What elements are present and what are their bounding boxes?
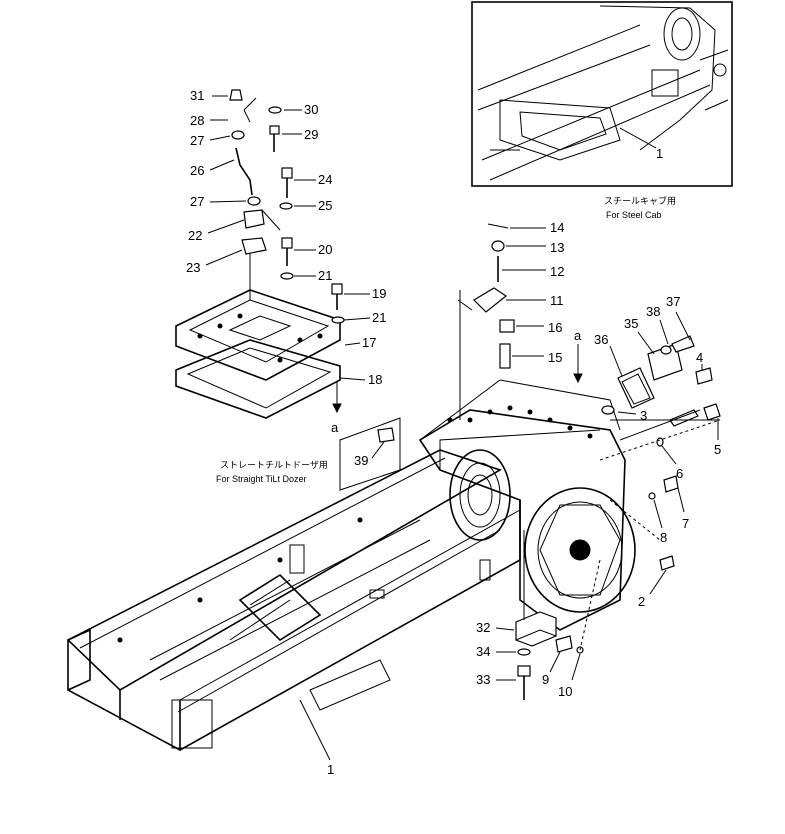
callout-6: 6 bbox=[676, 466, 683, 481]
callout-18: 18 bbox=[368, 372, 382, 387]
callout-27a: 27 bbox=[190, 133, 204, 148]
callout-22: 22 bbox=[188, 228, 202, 243]
callout-21a: 21 bbox=[318, 268, 332, 283]
callout-26: 26 bbox=[190, 163, 204, 178]
pipe-fittings bbox=[229, 89, 281, 300]
callout-3: 3 bbox=[640, 408, 647, 423]
tilt-dozer-caption-en: For Straight TiLt Dozer bbox=[216, 474, 307, 484]
callout-13: 13 bbox=[550, 240, 564, 255]
center-stack bbox=[457, 223, 515, 420]
callout-33: 33 bbox=[476, 672, 490, 687]
callout-24: 24 bbox=[318, 172, 332, 187]
callout-9: 9 bbox=[542, 672, 549, 687]
callout-29: 29 bbox=[304, 127, 318, 142]
callout-31: 31 bbox=[190, 88, 204, 103]
bolts-column bbox=[268, 106, 345, 324]
callout-4: 4 bbox=[696, 350, 703, 365]
callout-34: 34 bbox=[476, 644, 490, 659]
callout-7: 7 bbox=[682, 516, 689, 531]
callout-36: 36 bbox=[594, 332, 608, 347]
steel-cab-inset: 1 bbox=[471, 1, 733, 187]
callout-35: 35 bbox=[624, 316, 638, 331]
callout-2: 2 bbox=[638, 594, 645, 609]
callout-19: 19 bbox=[372, 286, 386, 301]
tilt-dozer-caption-jp: ストレートチルトドーザ用 bbox=[220, 460, 328, 470]
callout-1-inset: 1 bbox=[656, 146, 663, 161]
ref-a-top: a bbox=[574, 328, 582, 343]
bottom-bracket bbox=[515, 530, 557, 700]
callout-15: 15 bbox=[548, 350, 562, 365]
right-parts bbox=[555, 335, 721, 654]
callout-21b: 21 bbox=[372, 310, 386, 325]
callout-16: 16 bbox=[548, 320, 562, 335]
callout-8: 8 bbox=[660, 530, 667, 545]
callout-32: 32 bbox=[476, 620, 490, 635]
callout-10: 10 bbox=[558, 684, 572, 699]
callout-39: 39 bbox=[354, 453, 368, 468]
callout-20: 20 bbox=[318, 242, 332, 257]
callout-27b: 27 bbox=[190, 194, 204, 209]
steel-cab-caption-jp: スチールキャブ用 bbox=[604, 195, 676, 206]
ref-a-left: a bbox=[331, 420, 339, 435]
callout-17: 17 bbox=[362, 335, 376, 350]
callout-25: 25 bbox=[318, 198, 332, 213]
floor-plate-group bbox=[175, 289, 341, 419]
callout-28: 28 bbox=[190, 113, 204, 128]
callout-38: 38 bbox=[646, 304, 660, 319]
callout-5: 5 bbox=[714, 442, 721, 457]
steel-cab-caption-en: For Steel Cab bbox=[606, 210, 662, 220]
callout-37: 37 bbox=[666, 294, 680, 309]
main-frame bbox=[66, 379, 636, 752]
callout-23: 23 bbox=[186, 260, 200, 275]
callout-14: 14 bbox=[550, 220, 564, 235]
callout-12: 12 bbox=[550, 264, 564, 279]
callout-11: 11 bbox=[550, 293, 564, 308]
callout-1: 1 bbox=[327, 762, 334, 777]
callout-30: 30 bbox=[304, 102, 318, 117]
